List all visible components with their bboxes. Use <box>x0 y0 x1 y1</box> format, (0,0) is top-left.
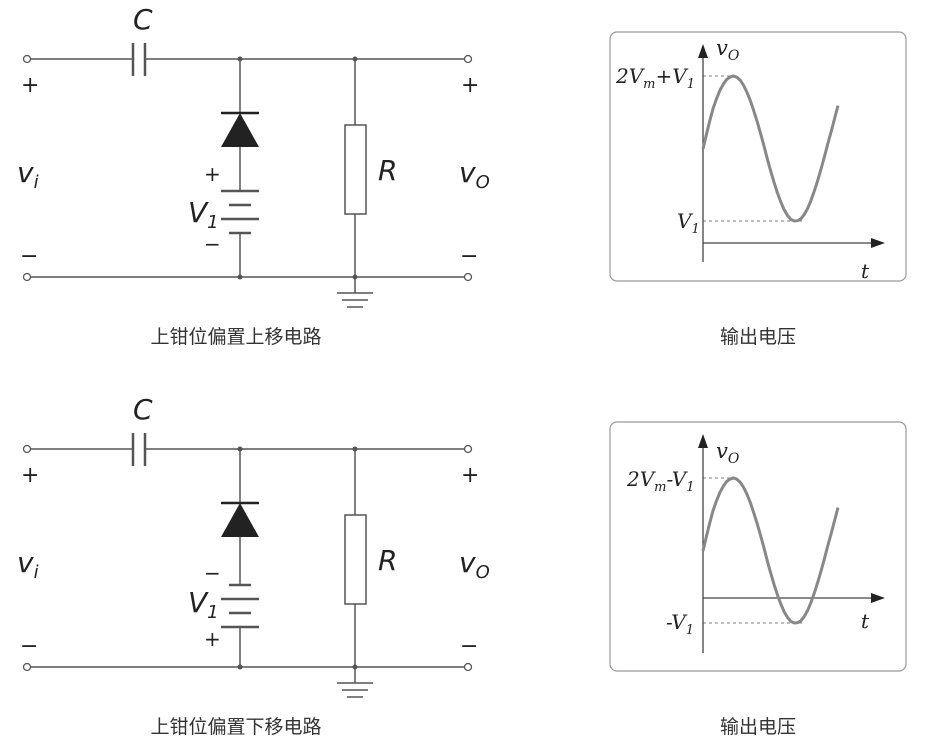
junction-dot <box>352 664 358 670</box>
diode <box>221 503 259 537</box>
battery-bottom-sign: + <box>204 627 221 651</box>
circuit-top <box>31 43 464 308</box>
battery-top-sign: + <box>204 162 221 186</box>
battery-bottom-sign: − <box>204 232 221 256</box>
input-minus: − <box>20 634 38 659</box>
source-voltage-label: V1 <box>188 586 219 623</box>
terminal <box>22 54 32 64</box>
output-minus: − <box>460 244 478 269</box>
output-voltage-label: vO <box>459 546 490 583</box>
input-plus: + <box>21 73 39 98</box>
circuit-bottom <box>31 433 464 698</box>
y-axis-arrow <box>698 434 708 448</box>
terminal <box>463 54 473 64</box>
output-minus: − <box>460 634 478 659</box>
input-plus: + <box>21 463 39 488</box>
trough-label: V1 <box>677 209 700 237</box>
capacitor-label: C <box>133 3 153 36</box>
graph-y-label: vO <box>716 439 740 467</box>
peak-label: 2Vm-V1 <box>626 467 695 495</box>
junction-dot <box>352 446 358 452</box>
terminal <box>463 662 473 672</box>
output-plus: + <box>461 463 479 488</box>
terminal <box>22 444 32 454</box>
circuit-caption: 上钳位偏置下移电路 <box>150 716 321 738</box>
resistor-label: R <box>378 154 397 187</box>
graph-x-label: t <box>861 259 870 283</box>
resistor-label: R <box>378 544 397 577</box>
diode <box>221 113 259 147</box>
x-axis-arrow <box>871 238 885 248</box>
terminal <box>22 272 32 282</box>
y-axis-arrow <box>698 44 708 58</box>
output-waveform <box>701 476 840 625</box>
output-voltage-label: vO <box>459 156 490 193</box>
battery-top-sign: − <box>204 561 221 585</box>
capacitor-label: C <box>133 393 153 426</box>
junction-dot <box>352 56 358 62</box>
graph-panel <box>609 31 907 282</box>
terminal <box>463 272 473 282</box>
junction-dot <box>237 446 243 452</box>
junction-dot <box>352 274 358 280</box>
graph-y-label: vO <box>716 36 740 64</box>
circuit-caption: 上钳位偏置上移电路 <box>150 326 321 348</box>
trough-label: -V1 <box>666 610 694 638</box>
input-voltage-label: vi <box>17 156 39 193</box>
junction-dot <box>237 56 243 62</box>
output-plus: + <box>461 73 479 98</box>
source-voltage-label: V1 <box>188 196 219 233</box>
x-axis-arrow <box>871 593 885 603</box>
terminal <box>463 444 473 454</box>
junction-dot <box>237 274 243 280</box>
resistor <box>344 124 367 215</box>
graph-x-label: t <box>861 609 870 633</box>
graph-caption: 输出电压 <box>720 326 796 348</box>
terminal <box>22 662 32 672</box>
resistor <box>344 514 367 605</box>
graph-axes <box>702 56 874 262</box>
peak-label: 2Vm+V1 <box>615 64 695 92</box>
graph-axes <box>702 446 874 653</box>
graph-panel <box>609 421 907 672</box>
input-minus: − <box>20 244 38 269</box>
output-waveform <box>701 74 840 223</box>
junction-dot <box>237 664 243 670</box>
input-voltage-label: vi <box>17 546 39 583</box>
graph-caption: 输出电压 <box>720 716 796 738</box>
